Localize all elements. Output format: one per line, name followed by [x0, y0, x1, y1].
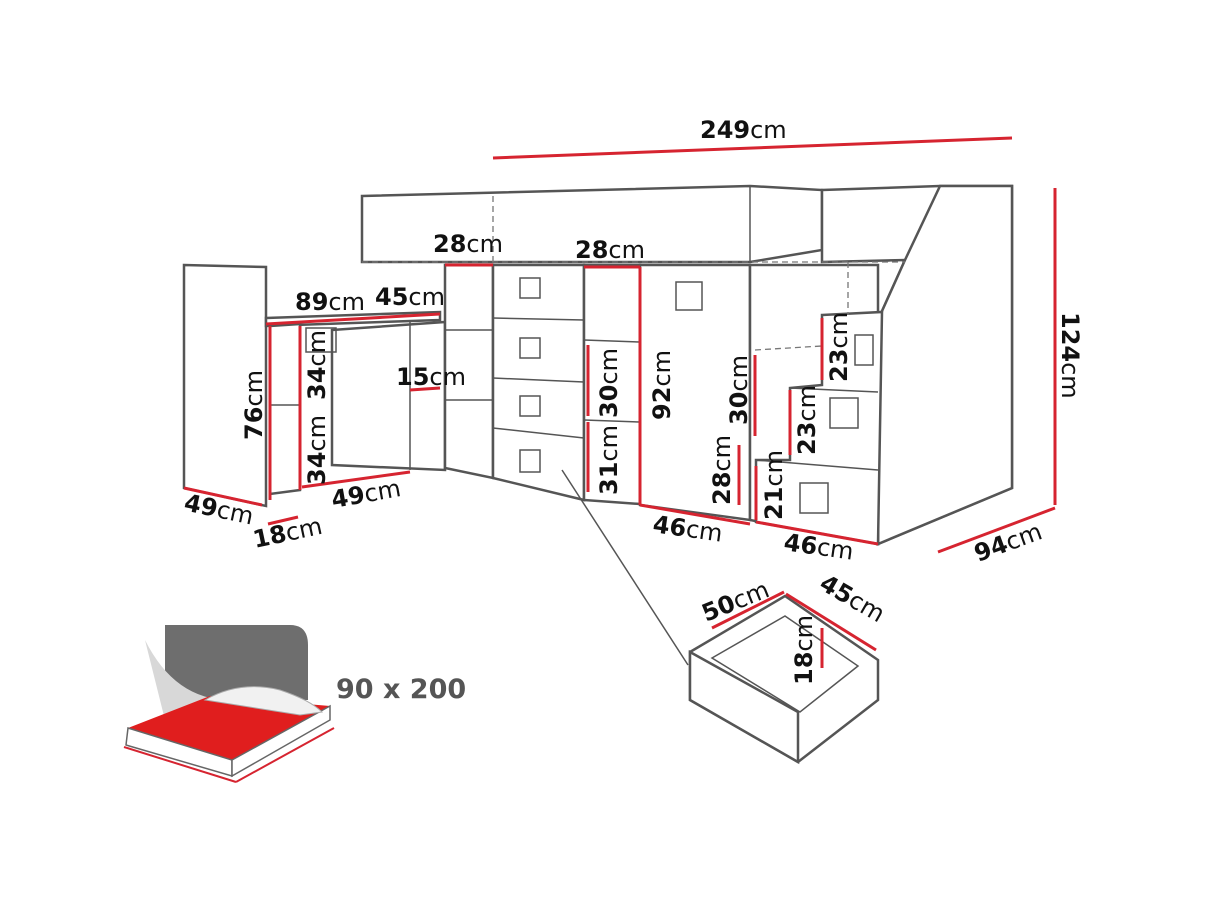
dimension-labels: 249cm 28cm 28cm 89cm 45cm 15cm 76cm 34cm… — [182, 116, 1084, 685]
label-side-panel-height: 76cm — [240, 370, 268, 440]
label-desk-shelf-lower: 34cm — [303, 415, 331, 485]
stairs — [748, 262, 884, 546]
dimension-lines — [183, 136, 1057, 668]
label-top-shelf-2: 28cm — [575, 236, 645, 264]
label-stairs-depth: 46cm — [782, 528, 855, 565]
label-stair-base-height: 28cm — [708, 435, 736, 505]
drawer-pointer — [561, 469, 689, 666]
drawer-detail — [688, 594, 880, 765]
label-desk-depth: 45cm — [375, 283, 445, 311]
label-stair-gap-height: 30cm — [725, 355, 753, 425]
label-step-1: 21cm — [760, 450, 788, 520]
mattress-illustration — [123, 625, 335, 783]
label-desk-shelf-depth: 18cm — [250, 512, 324, 554]
label-total-width: 249cm — [700, 116, 787, 144]
label-desk-shelf-upper: 34cm — [303, 330, 331, 400]
label-total-height: 124cm — [1056, 312, 1084, 399]
mattress-size-label: 90 x 200 — [336, 674, 466, 705]
bed-frame — [360, 184, 1014, 546]
label-drawer-height: 18cm — [790, 615, 818, 685]
label-wardrobe-height: 92cm — [648, 350, 676, 420]
label-desk-base: 49cm — [329, 474, 403, 514]
label-desk-width: 89cm — [295, 288, 365, 316]
label-shelf-upper: 30cm — [595, 348, 623, 418]
desk — [264, 310, 447, 496]
side-panel — [182, 263, 268, 508]
label-desk-gap: 15cm — [396, 363, 466, 391]
label-step-3: 23cm — [825, 312, 853, 382]
label-top-shelf-1: 28cm — [433, 230, 503, 258]
drawer-column — [491, 263, 586, 502]
label-shelf-lower: 31cm — [595, 425, 623, 495]
label-wardrobe-depth: 46cm — [651, 510, 724, 547]
label-step-2: 23cm — [793, 385, 821, 455]
